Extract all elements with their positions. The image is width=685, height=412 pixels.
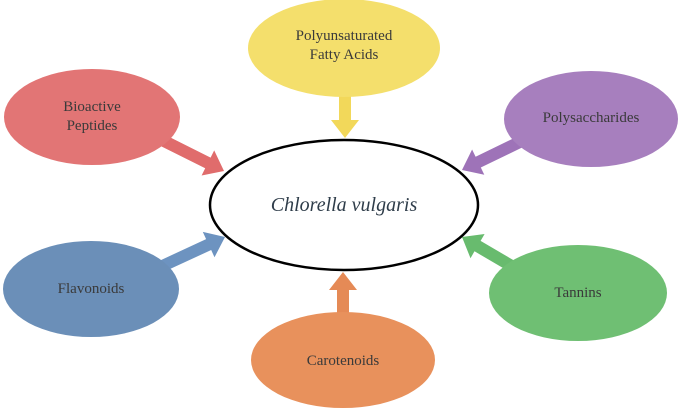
node-label-bioactive-peptides: Bioactive Peptides <box>63 99 121 134</box>
node-label-polysaccharides: Polysaccharides <box>542 109 640 126</box>
arrow-pufa <box>331 96 359 138</box>
node-pufa-ellipse <box>248 0 440 97</box>
node-bioactive-peptides-ellipse <box>4 69 180 165</box>
node-flavonoids-ellipse <box>3 241 179 337</box>
center-ellipse <box>208 138 480 272</box>
arrow-flavonoids <box>155 231 225 274</box>
node-label-pufa: Polyunsaturated Fatty Acids <box>295 28 393 63</box>
node-polysaccharides-ellipse <box>504 71 678 167</box>
node-label-flavonoids: Flavonoids <box>57 280 125 297</box>
arrow-bioactive-peptides <box>155 132 224 176</box>
arrow-polysaccharides <box>462 132 531 175</box>
node-carotenoids-ellipse <box>251 312 435 408</box>
node-tannins-ellipse <box>489 245 667 341</box>
node-label-tannins: Tannins <box>554 284 602 301</box>
arrow-tannins <box>462 234 518 274</box>
center-label: Chlorella vulgaris <box>270 193 418 216</box>
arrow-carotenoids <box>329 272 357 314</box>
node-label-carotenoids: Carotenoids <box>306 352 380 369</box>
